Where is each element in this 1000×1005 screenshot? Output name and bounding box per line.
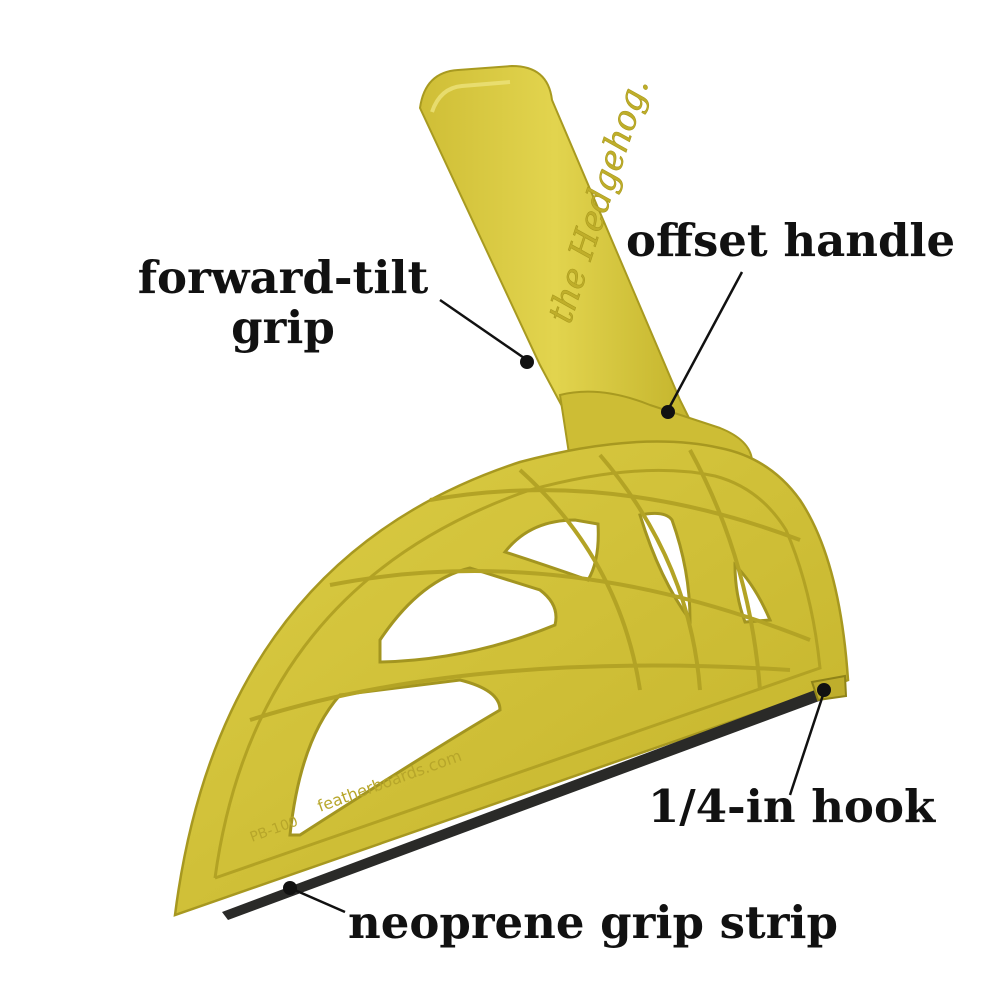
half-moon-body (173, 440, 850, 917)
forward-tilt-line2: grip (231, 300, 335, 354)
hook-label: 1/4-in hook (648, 780, 936, 833)
leader-lines (289, 271, 826, 914)
body-openings (288, 511, 773, 837)
forward-tilt-line1: forward-tilt (137, 251, 429, 304)
grip-strip-label: neoprene grip strip (348, 896, 838, 949)
forward-tilt-grip-label: forward-tilt grip (128, 253, 438, 352)
offset-handle-label: offset handle (626, 214, 956, 267)
rib-lines (249, 449, 811, 722)
neoprene-strip (222, 690, 822, 920)
offset-handle (418, 64, 692, 442)
leader-dots (283, 355, 831, 895)
